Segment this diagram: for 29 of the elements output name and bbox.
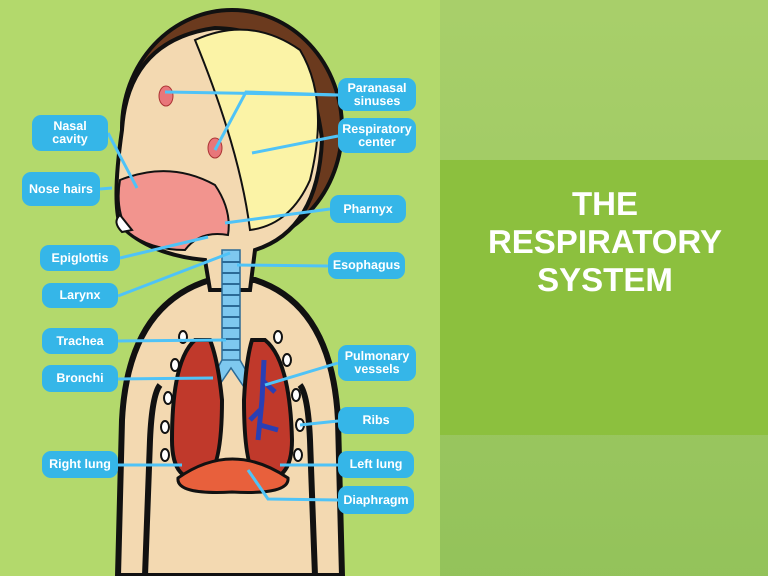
- leader-line: [300, 420, 338, 426]
- part-label: Epiglottis: [40, 245, 120, 271]
- leader-line: [118, 376, 214, 380]
- leader-line: [117, 252, 231, 298]
- part-label: Ribs: [338, 407, 414, 434]
- part-label: Left lung: [338, 451, 414, 478]
- part-label: Bronchi: [42, 365, 118, 392]
- part-label: Pharnyx: [330, 195, 406, 223]
- leader-line: [236, 264, 328, 268]
- part-label: Nasal cavity: [32, 115, 108, 151]
- part-label: Respiratory center: [338, 118, 416, 153]
- part-label: Esophagus: [328, 252, 405, 279]
- leader-line: [214, 90, 338, 151]
- leader-line: [100, 186, 112, 190]
- leader-line: [264, 362, 338, 386]
- leader-line: [224, 208, 330, 224]
- leader-line: [106, 132, 138, 189]
- part-label: Diaphragm: [338, 486, 414, 514]
- part-label: Pulmonary vessels: [338, 345, 416, 381]
- part-label: Paranasal sinuses: [338, 78, 416, 111]
- part-label: Nose hairs: [22, 172, 100, 206]
- slide-title: THE RESPIRATORY SYSTEM: [486, 185, 724, 299]
- leader-line: [246, 469, 338, 502]
- leader-line: [280, 464, 338, 466]
- leader-line: [120, 236, 208, 260]
- part-label: Right lung: [42, 451, 118, 478]
- part-label: Larynx: [42, 283, 118, 308]
- leader-line: [118, 464, 182, 466]
- part-label: Trachea: [42, 328, 118, 354]
